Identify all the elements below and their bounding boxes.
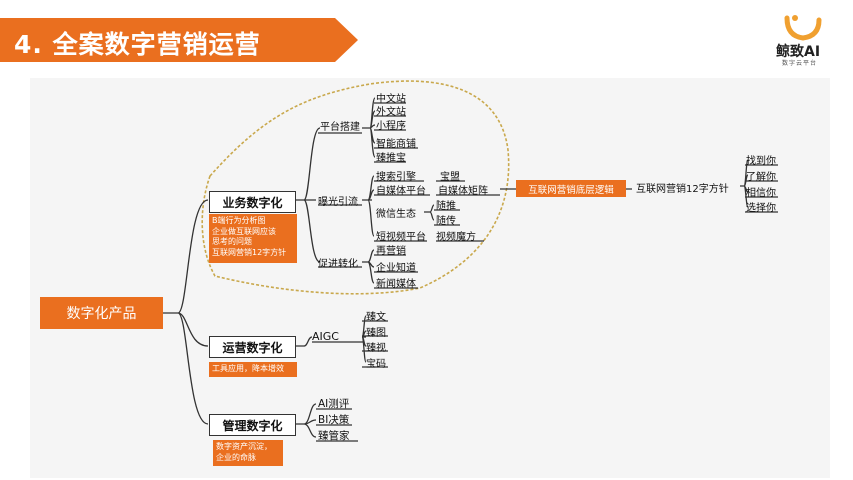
management-note-line: 数字资产沉淀， — [216, 442, 272, 451]
traffic-sub-item: 随推 — [436, 201, 456, 212]
title-banner — [0, 18, 358, 62]
platform-item: 中文站 — [376, 94, 406, 105]
traffic-sub-item: 视频魔方 — [436, 232, 476, 243]
traffic-item: 短视频平台 — [376, 232, 426, 243]
logo-name: 鲸致AI — [776, 44, 821, 60]
conversion-item: 再营销 — [376, 246, 406, 257]
aigc-item: 宝码 — [366, 359, 386, 370]
principle-item: 相信你 — [746, 188, 776, 199]
aigc-item: 臻视 — [366, 343, 386, 354]
traffic-sub-item: 自媒体矩阵 — [438, 186, 488, 197]
business-digital-node: 业务数字化 — [209, 191, 296, 213]
bridge-node: 互联网营销底层逻辑 — [516, 180, 626, 197]
page-title: 4. 全案数字营销运营 — [14, 30, 261, 59]
principle-item: 了解你 — [746, 172, 776, 183]
traffic-item: 微信生态 — [376, 209, 416, 220]
aigc-item: 臻图 — [366, 328, 386, 339]
conversion-node: 促进转化 — [318, 259, 358, 270]
traffic-item: 自媒体平台 — [376, 186, 426, 197]
management-item: 臻管家 — [318, 430, 350, 442]
business-note-line: 互联网营销12字方针 — [212, 247, 287, 257]
logo-tagline: 数字云平台 — [782, 60, 818, 67]
business-note-line: B端行为分析图 — [212, 216, 266, 225]
management-note-line: 企业的命脉 — [216, 452, 256, 462]
traffic-sub-item: 宝盟 — [440, 172, 460, 183]
aigc-node: AIGC — [312, 330, 339, 343]
traffic-item: 搜索引擎 — [376, 172, 416, 183]
business-note-line: 思考的问题 — [212, 237, 252, 246]
platform-build-node: 平台搭建 — [320, 122, 360, 133]
management-note: 数字资产沉淀， 企业的命脉 — [213, 440, 283, 466]
mindmap-canvas — [30, 78, 830, 478]
principle-node: 互联网营销12字方针 — [636, 184, 729, 195]
operations-digital-node: 运营数字化 — [209, 336, 296, 358]
management-digital-node: 管理数字化 — [209, 414, 296, 436]
platform-item: 智能商铺 — [376, 139, 416, 150]
principle-item: 选择你 — [746, 203, 776, 214]
root-node: 数字化产品 — [40, 297, 163, 329]
traffic-sub-item: 随传 — [436, 216, 456, 227]
conversion-item: 新闻媒体 — [376, 279, 416, 290]
platform-item: 小程序 — [376, 121, 406, 132]
platform-item: 外文站 — [376, 107, 406, 118]
platform-item: 臻推宝 — [376, 153, 406, 164]
traffic-node: 曝光引流 — [318, 197, 358, 208]
business-note: B端行为分析图 企业做互联网应该 思考的问题 互联网营销12字方针 — [209, 214, 297, 263]
conversion-item: 企业知道 — [376, 263, 416, 274]
operations-note: 工具应用，降本增效 — [209, 362, 297, 377]
business-note-line: 企业做互联网应该 — [212, 226, 276, 236]
logo-icon — [784, 15, 822, 41]
management-item: AI测评 — [318, 398, 350, 410]
principle-item: 找到你 — [746, 156, 776, 167]
management-item: BI决策 — [318, 414, 350, 426]
aigc-item: 臻文 — [366, 312, 386, 323]
